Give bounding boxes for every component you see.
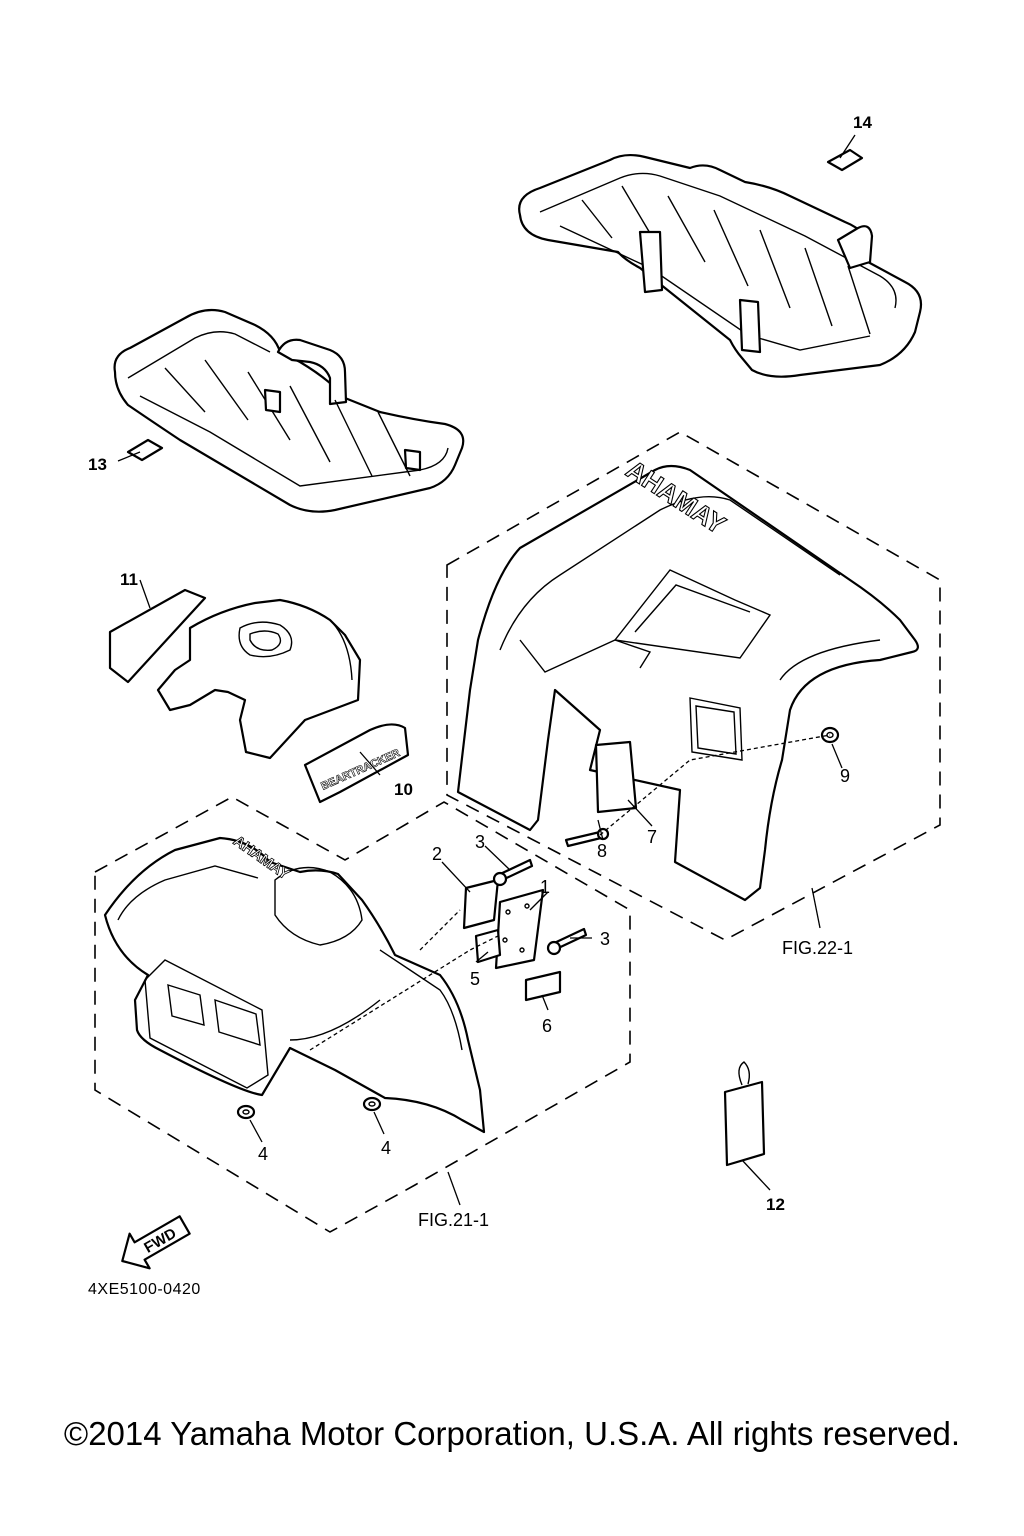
callout-14: 14 — [853, 113, 872, 132]
front-fender: YAMAHA — [103, 832, 486, 1134]
fwd-arrow-icon: FWD — [121, 1215, 191, 1270]
pad-5 — [474, 928, 502, 964]
rear-carrier — [518, 153, 923, 378]
front-carrier — [113, 308, 465, 513]
decal-10: BEARTRACKER — [303, 723, 410, 804]
callout-9: 9 — [840, 766, 850, 786]
tag-12 — [723, 1061, 766, 1167]
rivet-3b — [546, 927, 588, 956]
plate-2 — [462, 878, 500, 930]
callout-1: 1 — [540, 877, 550, 897]
rivet-3a — [492, 858, 534, 887]
washer-4a — [236, 1104, 256, 1120]
rear-fender: YAMAHA — [456, 453, 919, 902]
front-group-outline — [94, 796, 631, 1233]
diagram-reference-code: 4XE5100-0420 — [88, 1281, 201, 1298]
callout-7: 7 — [647, 827, 657, 847]
front-cover — [156, 598, 362, 760]
label-13 — [126, 438, 164, 462]
plate-1 — [494, 888, 545, 970]
callouts: 14 13 11 10 12 1 2 3 3 5 6 4 4 7 8 9 FIG… — [88, 113, 872, 1230]
callout-12: 12 — [766, 1195, 785, 1214]
callout-13: 13 — [88, 455, 107, 474]
callout-11: 11 — [120, 570, 138, 589]
leader-lines — [117, 134, 856, 1206]
pad-6 — [524, 970, 562, 1002]
callout-4a: 4 — [258, 1144, 268, 1164]
callout-6: 6 — [542, 1016, 552, 1036]
callout-3b: 3 — [600, 929, 610, 949]
fig-ref-rear: FIG.22-1 — [782, 938, 853, 958]
callout-8: 8 — [597, 841, 607, 861]
callout-2: 2 — [432, 844, 442, 864]
fig-ref-front: FIG.21-1 — [418, 1210, 489, 1230]
callout-4b: 4 — [381, 1138, 391, 1158]
callout-10: 10 — [394, 780, 413, 799]
callout-3a: 3 — [475, 832, 485, 852]
decal-11 — [108, 588, 207, 684]
label-14 — [826, 148, 864, 172]
washer-4b — [362, 1096, 382, 1112]
rear-group-outline — [446, 431, 941, 941]
copyright-notice: ©2014 Yamaha Motor Corporation, U.S.A. A… — [63, 1415, 961, 1452]
callout-5: 5 — [470, 969, 480, 989]
